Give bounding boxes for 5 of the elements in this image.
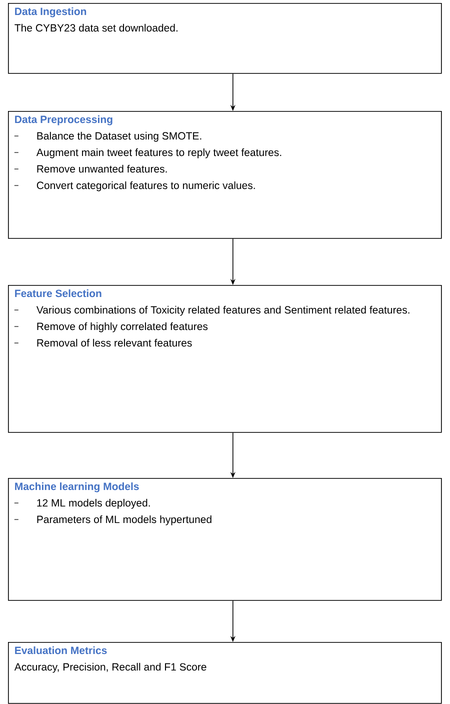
process-box: Data Preprocessing Balance the Dataset using SMOTE. Augment main tweet features to reply tweet features. Remove unwanted features. Convert categorical features to numeric values. xyxy=(8,111,442,239)
process-box: Feature Selection Various combinations of Toxicity related features and Sentiment related features. Remove of highly correlated features Removal of less relevant features xyxy=(8,285,442,433)
process-box: Data Ingestion The CYBY23 data set downloaded. xyxy=(8,3,442,74)
process-box: Machine learning Models 12 ML models deployed. Parameters of ML models hypertuned xyxy=(8,478,442,601)
process-box: Evaluation Metrics Accuracy, Precision, Recall and F1 Score xyxy=(8,642,442,704)
